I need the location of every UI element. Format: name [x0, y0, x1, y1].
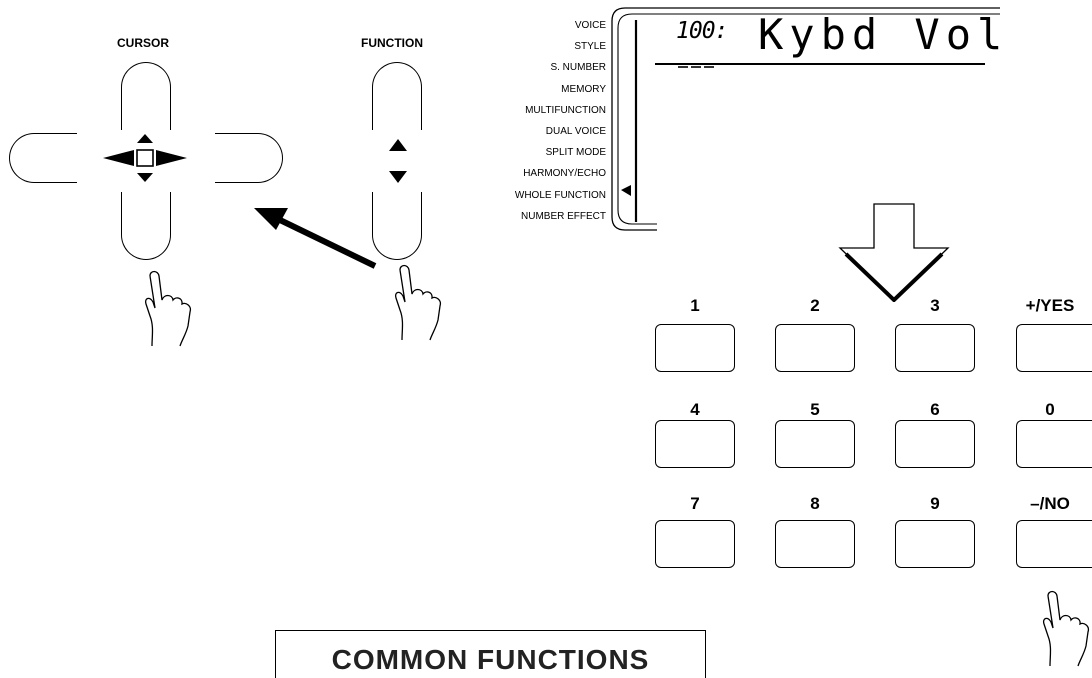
cursor-right-button[interactable]: [215, 133, 283, 183]
menu-item: DUAL VOICE: [545, 126, 606, 138]
key-0-button[interactable]: [1016, 420, 1092, 468]
menu-item: HARMONY/ECHO: [523, 168, 606, 180]
cursor-left-button[interactable]: [9, 133, 77, 183]
menu-item: STYLE: [574, 41, 606, 53]
key-label: 4: [690, 400, 700, 419]
cursor-direction-icon: [103, 134, 187, 182]
lcd-function-number: 100:: [676, 18, 728, 44]
key-3-button[interactable]: [895, 324, 975, 372]
menu-item: SPLIT MODE: [545, 147, 606, 159]
arrow-left-icon: [103, 150, 134, 166]
arrow-up-icon: [389, 139, 407, 151]
common-functions-banner: COMMON FUNCTIONS: [275, 630, 706, 678]
banner-title: COMMON FUNCTIONS: [331, 644, 650, 675]
function-title: FUNCTION: [361, 36, 423, 50]
hand-pointer-icon: [394, 264, 442, 341]
menu-item: MULTIFUNCTION: [525, 104, 606, 116]
cursor-up-button[interactable]: [121, 62, 171, 130]
key-4-button[interactable]: [655, 420, 735, 468]
cursor-down-button[interactable]: [121, 192, 171, 260]
function-up-button[interactable]: [372, 62, 422, 130]
key-no-button[interactable]: [1016, 520, 1092, 568]
function-menu-list: VOICE STYLE S. NUMBER MEMORY MULTIFUNCTI…: [515, 15, 606, 227]
selection-marker-icon: [621, 185, 631, 196]
key-label: 3: [930, 296, 940, 315]
key-2-button[interactable]: [775, 324, 855, 372]
key-label: 1: [690, 296, 700, 315]
arrow-down-icon: [389, 171, 407, 183]
key-label: 9: [930, 494, 940, 513]
key-7-button[interactable]: [655, 520, 735, 568]
menu-item: NUMBER EFFECT: [521, 210, 606, 222]
key-9-button[interactable]: [895, 520, 975, 568]
cursor-title: CURSOR: [117, 36, 170, 50]
key-yes-button[interactable]: [1016, 324, 1092, 372]
key-1-button[interactable]: [655, 324, 735, 372]
arrow-right-icon: [156, 150, 187, 166]
key-label: 7: [690, 494, 700, 513]
function-arrows-icon: [389, 139, 407, 183]
menu-item: WHOLE FUNCTION: [514, 189, 606, 201]
hand-pointer-icon: [1042, 590, 1090, 667]
function-down-button[interactable]: [372, 192, 422, 260]
key-label: 8: [810, 494, 820, 513]
key-label: 0: [1045, 400, 1055, 419]
arrow-down-icon: [137, 173, 153, 182]
key-5-button[interactable]: [775, 420, 855, 468]
arrow-up-icon: [137, 134, 153, 143]
key-label: 6: [930, 400, 940, 419]
menu-item: MEMORY: [561, 83, 606, 95]
key-8-button[interactable]: [775, 520, 855, 568]
hollow-down-arrow-icon: [838, 203, 950, 302]
key-label: –/NO: [1030, 494, 1070, 513]
key-label: 2: [810, 296, 820, 315]
menu-item: VOICE: [574, 20, 606, 31]
key-label: 5: [810, 400, 820, 419]
key-label: +/YES: [1025, 296, 1075, 315]
key-6-button[interactable]: [895, 420, 975, 468]
hand-pointer-icon: [144, 270, 192, 347]
lcd-function-name: Kybd Vol: [758, 10, 1009, 59]
lcd-display-frame: [611, 7, 1000, 231]
direction-arrow-icon: [254, 208, 377, 269]
menu-item: S. NUMBER: [550, 62, 606, 74]
